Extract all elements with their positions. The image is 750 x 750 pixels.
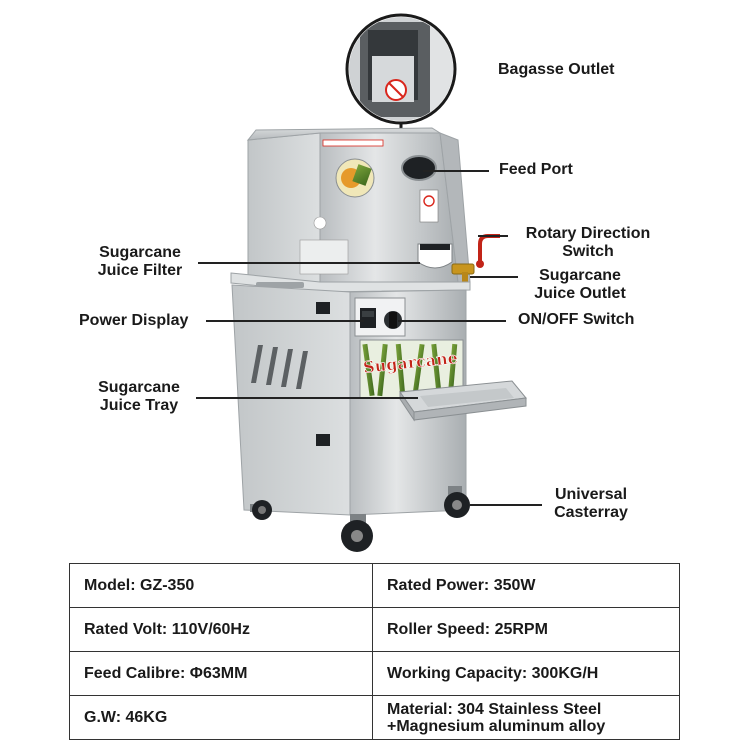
power-display-leader xyxy=(206,320,364,322)
spec-gross-weight: G.W: 46KG xyxy=(69,695,373,740)
spec-row: Model: GZ-350 Rated Power: 350W xyxy=(69,563,680,608)
spec-table: Model: GZ-350 Rated Power: 350W Rated Vo… xyxy=(69,563,680,740)
spec-rated-power: Rated Power: 350W xyxy=(372,563,680,608)
machine-table xyxy=(230,272,471,293)
label-bagasse-outlet: Bagasse Outlet xyxy=(498,61,615,78)
bagasse-outlet-zoom-inset xyxy=(345,13,457,134)
label-filter-line-2: Juice Filter xyxy=(97,262,183,279)
rotary-switch-leader xyxy=(478,235,508,237)
caster-leader xyxy=(470,504,542,506)
label-sugarcane-juice-filter: Sugarcane Juice Filter xyxy=(88,244,192,280)
label-caster-line-2: Casterray xyxy=(554,504,628,521)
ventilation-slots xyxy=(251,345,308,389)
label-tray-line-1: Sugarcane xyxy=(98,379,180,396)
label-rotary-line-1: Rotary Direction xyxy=(525,225,651,242)
spec-row: G.W: 46KG Material: 304 Stainless Steel … xyxy=(69,695,680,740)
label-sugarcane-juice-tray: Sugarcane Juice Tray xyxy=(88,379,190,415)
label-rotary-line-2: Switch xyxy=(562,243,614,260)
spec-rated-volt: Rated Volt: 110V/60Hz xyxy=(69,607,373,652)
label-outlet-line-2: Juice Outlet xyxy=(534,285,626,302)
juice-tray xyxy=(399,380,527,422)
spec-row: Feed Calibre: Φ63MM Working Capacity: 30… xyxy=(69,651,680,696)
sugarcane-stalks xyxy=(362,343,458,397)
label-rotary-direction-switch: Rotary Direction Switch xyxy=(516,225,660,261)
on-off-switch-leader xyxy=(398,320,506,322)
spec-row: Rated Volt: 110V/60Hz Roller Speed: 25RP… xyxy=(69,607,680,652)
label-tray-line-2: Juice Tray xyxy=(99,397,179,414)
label-on-off-switch: ON/OFF Switch xyxy=(518,311,635,328)
spec-model: Model: GZ-350 xyxy=(69,563,373,608)
machine-upper-housing xyxy=(246,127,500,283)
label-outlet-line-1: Sugarcane xyxy=(539,267,621,284)
sugarcane-juicer-illustration: Sugarcane xyxy=(230,13,527,552)
label-sugarcane-juice-outlet: Sugarcane Juice Outlet xyxy=(521,267,639,303)
juice-filter-leader xyxy=(198,262,420,264)
feed-port-leader xyxy=(423,170,489,172)
label-universal-casterray: Universal Casterray xyxy=(548,486,634,522)
spec-roller-speed: Roller Speed: 25RPM xyxy=(372,607,680,652)
label-caster-line-1: Universal xyxy=(554,486,628,503)
spec-material-line-2: +Magnesium aluminum alloy xyxy=(387,717,606,735)
label-filter-line-1: Sugarcane xyxy=(99,244,181,261)
label-feed-port: Feed Port xyxy=(499,161,573,178)
spec-working-capacity: Working Capacity: 300KG/H xyxy=(372,651,680,696)
spec-material: Material: 304 Stainless Steel +Magnesium… xyxy=(372,695,680,740)
spec-material-line-1: Material: 304 Stainless Steel xyxy=(387,700,602,718)
label-power-display: Power Display xyxy=(79,312,189,329)
machine-lower-cabinet: Sugarcane xyxy=(231,284,527,516)
juice-outlet-leader xyxy=(470,276,518,278)
spec-feed-calibre: Feed Calibre: Φ63MM xyxy=(69,651,373,696)
juice-tray-leader xyxy=(196,397,418,399)
universal-casters xyxy=(250,486,470,552)
